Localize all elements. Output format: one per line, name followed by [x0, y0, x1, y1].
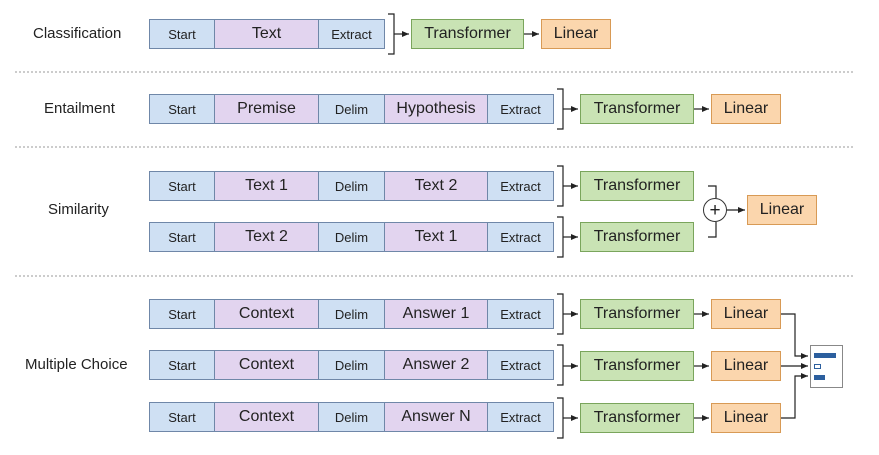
transformer-block: Transformer [580, 299, 694, 329]
transformer-block: Transformer [411, 19, 524, 49]
token-delim: Delim [318, 402, 385, 432]
linear-block: Linear [711, 351, 781, 381]
transformer-block: Transformer [580, 94, 694, 124]
token-delim: Delim [318, 94, 385, 124]
score-bar [814, 364, 821, 369]
token-delim: Delim [318, 350, 385, 380]
transformer-block: Transformer [580, 351, 694, 381]
token-start: Start [149, 350, 215, 380]
token-answer: Answer 1 [384, 299, 488, 329]
task-label-classification: Classification [33, 25, 122, 42]
token-hypothesis: Hypothesis [384, 94, 488, 124]
token-row-classification: Start Text Extract [149, 19, 385, 49]
score-bar [814, 375, 825, 380]
token-start: Start [149, 299, 215, 329]
connector [708, 222, 717, 238]
token-extract: Extract [487, 402, 554, 432]
bracket [557, 397, 564, 439]
token-answer: Answer N [384, 402, 488, 432]
token-context: Context [214, 402, 319, 432]
token-row-similarity-1: Start Text 1 Delim Text 2 Extract [149, 171, 554, 201]
linear-block: Linear [747, 195, 817, 225]
transformer-block: Transformer [580, 403, 694, 433]
token-premise: Premise [214, 94, 319, 124]
linear-block: Linear [711, 299, 781, 329]
token-start: Start [149, 171, 215, 201]
token-start: Start [149, 402, 215, 432]
token-row-similarity-2: Start Text 2 Delim Text 1 Extract [149, 222, 554, 252]
linear-block: Linear [541, 19, 611, 49]
plus-icon: + [703, 198, 727, 222]
token-delim: Delim [318, 222, 385, 252]
token-extract: Extract [487, 299, 554, 329]
connector [781, 313, 808, 359]
token-text-1: Text 1 [214, 171, 319, 201]
token-extract: Extract [487, 171, 554, 201]
token-text-2: Text 2 [214, 222, 319, 252]
token-text: Text [214, 19, 319, 49]
token-answer: Answer 2 [384, 350, 488, 380]
connector [708, 185, 717, 198]
token-start: Start [149, 19, 215, 49]
token-text-2: Text 2 [384, 171, 488, 201]
softmax-bars-icon [810, 345, 843, 388]
token-start: Start [149, 94, 215, 124]
token-context: Context [214, 299, 319, 329]
bracket [557, 293, 564, 335]
token-extract: Extract [318, 19, 385, 49]
task-label-entailment: Entailment [44, 100, 115, 117]
token-row-choice-1: Start Context Delim Answer 1 Extract [149, 299, 554, 329]
token-row-choice-2: Start Context Delim Answer 2 Extract [149, 350, 554, 380]
bracket [557, 216, 564, 258]
linear-block: Linear [711, 403, 781, 433]
token-text-1: Text 1 [384, 222, 488, 252]
linear-block: Linear [711, 94, 781, 124]
token-extract: Extract [487, 350, 554, 380]
bracket [557, 165, 564, 207]
token-extract: Extract [487, 222, 554, 252]
token-delim: Delim [318, 299, 385, 329]
token-extract: Extract [487, 94, 554, 124]
connector [781, 373, 808, 419]
token-row-choice-n: Start Context Delim Answer N Extract [149, 402, 554, 432]
bracket [388, 13, 395, 55]
token-start: Start [149, 222, 215, 252]
task-label-similarity: Similarity [48, 201, 109, 218]
transformer-block: Transformer [580, 222, 694, 252]
bracket [557, 344, 564, 386]
token-context: Context [214, 350, 319, 380]
transformer-block: Transformer [580, 171, 694, 201]
task-label-multiple-choice: Multiple Choice [25, 356, 128, 373]
token-row-entailment: Start Premise Delim Hypothesis Extract [149, 94, 554, 124]
token-delim: Delim [318, 171, 385, 201]
bracket [557, 88, 564, 130]
score-bar [814, 353, 836, 358]
